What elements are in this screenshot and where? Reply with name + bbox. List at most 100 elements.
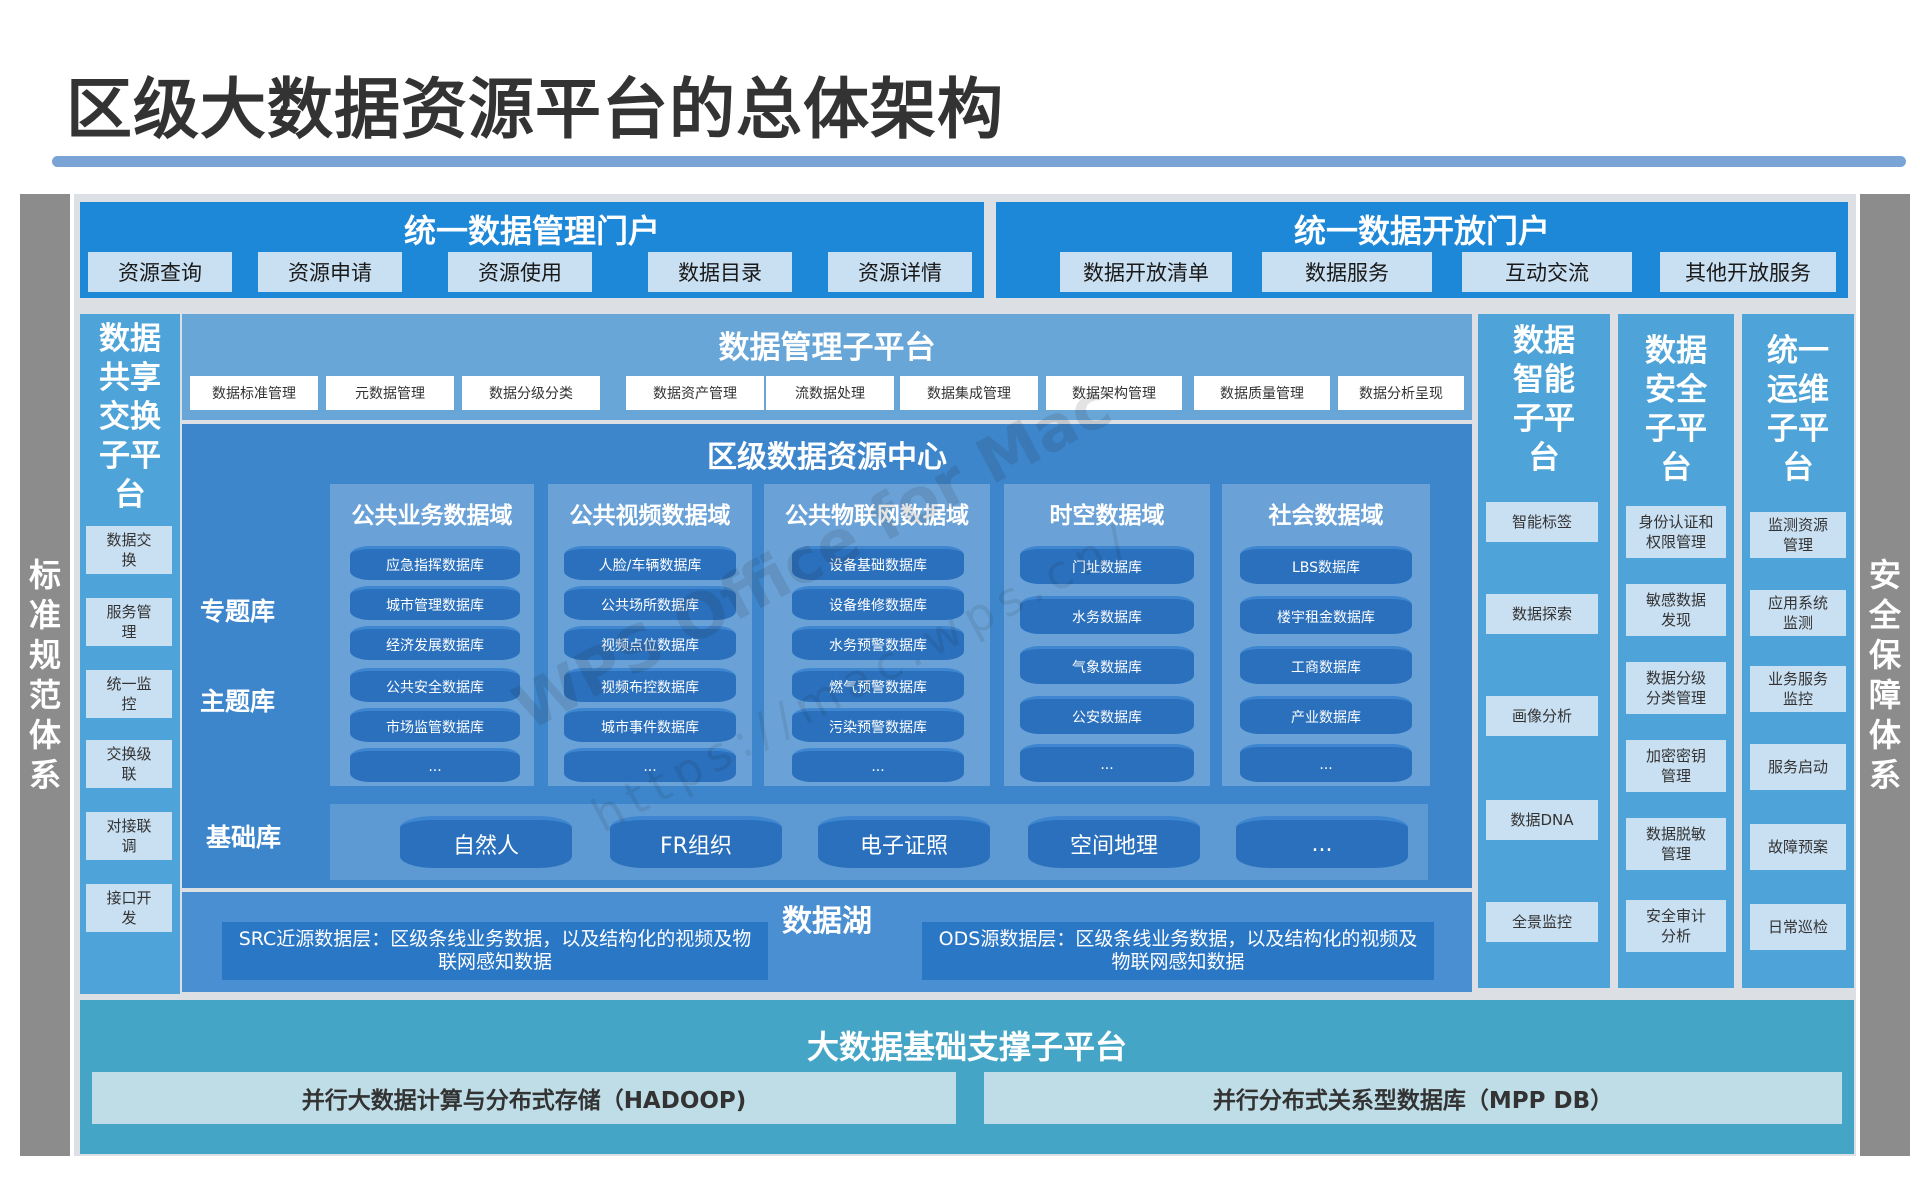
base-db-e-license[interactable]: 电子证照 — [818, 816, 990, 868]
db-cylinder[interactable]: ... — [792, 748, 964, 782]
domain-public-iot: 公共物联网数据域 设备基础数据库 设备维修数据库 水务预警数据库 燃气预警数据库… — [764, 484, 990, 786]
share-data-exchange[interactable]: 数据交换 — [86, 526, 172, 574]
share-integration-debug[interactable]: 对接联调 — [86, 812, 172, 860]
mgmt-portal-resource-apply[interactable]: 资源申请 — [258, 252, 402, 292]
data-lake-title: 数据湖 — [782, 904, 872, 939]
dm-platform: 数据管理子平台 数据标准管理 元数据管理 数据分级分类 数据资产管理 流数据处理… — [182, 314, 1472, 420]
mgmt-portal-resource-use[interactable]: 资源使用 — [448, 252, 592, 292]
share-unified-monitor[interactable]: 统一监控 — [86, 670, 172, 718]
db-cylinder[interactable]: ... — [350, 748, 520, 782]
data-lake: 数据湖 SRC近源数据层：区级条线业务数据，以及结构化的视频及物联网感知数据 O… — [182, 892, 1472, 992]
ops-service-start[interactable]: 服务启动 — [1750, 744, 1846, 790]
intel-data-dna[interactable]: 数据DNA — [1486, 800, 1598, 840]
ops-daily-patrol[interactable]: 日常巡检 — [1750, 904, 1846, 950]
row-label-subject: 主题库 — [200, 687, 276, 716]
open-portal-title: 统一数据开放门户 — [1293, 212, 1550, 250]
db-cylinder[interactable]: ... — [1240, 744, 1412, 782]
support-hadoop[interactable]: 并行大数据计算与分布式存储（HADOOP) — [92, 1072, 956, 1124]
resource-center-title: 区级数据资源中心 — [707, 440, 947, 475]
sec-classification-mgmt[interactable]: 数据分级分类管理 — [1626, 662, 1726, 714]
db-cylinder[interactable]: 水务数据库 — [1020, 596, 1194, 634]
share-service-mgmt[interactable]: 服务管理 — [86, 598, 172, 646]
db-cylinder[interactable]: 燃气预警数据库 — [792, 668, 964, 702]
base-db-spatial-geo[interactable]: 空间地理 — [1028, 816, 1200, 868]
data-lake-src-layer: SRC近源数据层：区级条线业务数据，以及结构化的视频及物联网感知数据 — [222, 922, 768, 980]
base-library-strip: 自然人 FR组织 电子证照 空间地理 ... — [330, 804, 1428, 880]
open-portal-open-list[interactable]: 数据开放清单 — [1060, 252, 1232, 292]
dm-analysis-presentation[interactable]: 数据分析呈现 — [1338, 376, 1464, 410]
db-cylinder[interactable]: 污染预警数据库 — [792, 708, 964, 742]
mgmt-portal-title: 统一数据管理门户 — [403, 212, 660, 250]
db-cylinder[interactable]: LBS数据库 — [1240, 546, 1412, 584]
dm-standard-mgmt[interactable]: 数据标准管理 — [190, 376, 318, 410]
db-cylinder[interactable]: 气象数据库 — [1020, 646, 1194, 684]
share-platform-title: 数据共享交换子平台 — [99, 321, 161, 513]
title-underline — [52, 156, 1906, 167]
security-platform: 数据安全子平台 身份认证和权限管理 敏感数据发现 数据分级分类管理 加密密钥管理… — [1618, 314, 1734, 988]
share-exchange-cascade[interactable]: 交换级联 — [86, 740, 172, 788]
db-cylinder[interactable]: ... — [1020, 744, 1194, 782]
mgmt-portal-resource-detail[interactable]: 资源详情 — [828, 252, 972, 292]
domain-public-business: 公共业务数据域 应急指挥数据库 城市管理数据库 经济发展数据库 公共安全数据库 … — [330, 484, 534, 786]
intel-panorama-monitor[interactable]: 全景监控 — [1486, 902, 1598, 942]
dm-asset-mgmt[interactable]: 数据资产管理 — [626, 376, 764, 410]
sec-auth-permission[interactable]: 身份认证和权限管理 — [1626, 506, 1726, 558]
db-cylinder[interactable]: 水务预警数据库 — [792, 626, 964, 660]
db-cylinder[interactable]: 工商数据库 — [1240, 646, 1412, 684]
db-cylinder[interactable]: 视频点位数据库 — [564, 626, 736, 660]
security-platform-title: 数据安全子平台 — [1645, 333, 1707, 486]
mgmt-portal-data-catalog[interactable]: 数据目录 — [648, 252, 792, 292]
sec-audit-analysis[interactable]: 安全审计分析 — [1626, 900, 1726, 952]
ops-resource-monitor[interactable]: 监测资源管理 — [1750, 512, 1846, 558]
dm-classification[interactable]: 数据分级分类 — [462, 376, 600, 410]
db-cylinder[interactable]: 人脸/车辆数据库 — [564, 546, 736, 580]
db-cylinder[interactable]: 经济发展数据库 — [350, 626, 520, 660]
ops-service-monitor[interactable]: 业务服务监控 — [1750, 666, 1846, 712]
share-interface-dev[interactable]: 接口开发 — [86, 884, 172, 932]
mgmt-portal-resource-query[interactable]: 资源查询 — [88, 252, 232, 292]
sec-key-mgmt[interactable]: 加密密钥管理 — [1626, 740, 1726, 792]
ops-platform: 统一运维子平台 监测资源管理 应用系统监测 业务服务监控 服务启动 故障预案 日… — [1742, 314, 1854, 988]
data-lake-ods-layer: ODS源数据层：区级条线业务数据，以及结构化的视频及物联网感知数据 — [922, 922, 1434, 980]
domain-spatiotemporal: 时空数据域 门址数据库 水务数据库 气象数据库 公安数据库 ... — [1004, 484, 1210, 786]
db-cylinder[interactable]: 公安数据库 — [1020, 696, 1194, 734]
db-cylinder[interactable]: 设备基础数据库 — [792, 546, 964, 580]
sec-sensitive-discovery[interactable]: 敏感数据发现 — [1626, 584, 1726, 636]
standards-pillar-label: 标准规范体系 — [28, 556, 61, 794]
dm-integration-mgmt[interactable]: 数据集成管理 — [900, 376, 1038, 410]
base-db-natural-person[interactable]: 自然人 — [400, 816, 572, 868]
db-cylinder[interactable]: 视频布控数据库 — [564, 668, 736, 702]
support-mpp-db[interactable]: 并行分布式关系型数据库（MPP DB） — [984, 1072, 1842, 1124]
base-db-fr-org[interactable]: FR组织 — [610, 816, 782, 868]
sec-masking-mgmt[interactable]: 数据脱敏管理 — [1626, 818, 1726, 870]
db-cylinder[interactable]: 设备维修数据库 — [792, 586, 964, 620]
open-portal-interaction[interactable]: 互动交流 — [1462, 252, 1632, 292]
intel-profile-analysis[interactable]: 画像分析 — [1486, 696, 1598, 736]
intel-data-exploration[interactable]: 数据探索 — [1486, 594, 1598, 634]
dm-stream-processing[interactable]: 流数据处理 — [766, 376, 894, 410]
dm-architecture-mgmt[interactable]: 数据架构管理 — [1046, 376, 1182, 410]
db-cylinder[interactable]: 公共场所数据库 — [564, 586, 736, 620]
db-cylinder[interactable]: 城市事件数据库 — [564, 708, 736, 742]
intel-platform-title: 数据智能子平台 — [1513, 323, 1575, 476]
dm-platform-title: 数据管理子平台 — [718, 330, 936, 366]
domain-public-video: 公共视频数据域 人脸/车辆数据库 公共场所数据库 视频点位数据库 视频布控数据库… — [548, 484, 752, 786]
base-db-more[interactable]: ... — [1236, 816, 1408, 868]
db-cylinder[interactable]: 城市管理数据库 — [350, 586, 520, 620]
db-cylinder[interactable]: 楼宇租金数据库 — [1240, 596, 1412, 634]
dm-quality-mgmt[interactable]: 数据质量管理 — [1194, 376, 1330, 410]
ops-app-monitor[interactable]: 应用系统监测 — [1750, 590, 1846, 636]
row-label-base: 基础库 — [206, 823, 282, 852]
db-cylinder[interactable]: 市场监管数据库 — [350, 708, 520, 742]
db-cylinder[interactable]: 门址数据库 — [1020, 546, 1194, 584]
intel-smart-tag[interactable]: 智能标签 — [1486, 502, 1598, 542]
db-cylinder[interactable]: 公共安全数据库 — [350, 668, 520, 702]
open-portal-other-services[interactable]: 其他开放服务 — [1660, 252, 1836, 292]
db-cylinder[interactable]: 产业数据库 — [1240, 696, 1412, 734]
db-cylinder[interactable]: ... — [564, 748, 736, 782]
ops-fault-plan[interactable]: 故障预案 — [1750, 824, 1846, 870]
open-portal-data-service[interactable]: 数据服务 — [1262, 252, 1432, 292]
dm-metadata-mgmt[interactable]: 元数据管理 — [326, 376, 454, 410]
db-cylinder[interactable]: 应急指挥数据库 — [350, 546, 520, 580]
domain-social: 社会数据域 LBS数据库 楼宇租金数据库 工商数据库 产业数据库 ... — [1222, 484, 1430, 786]
